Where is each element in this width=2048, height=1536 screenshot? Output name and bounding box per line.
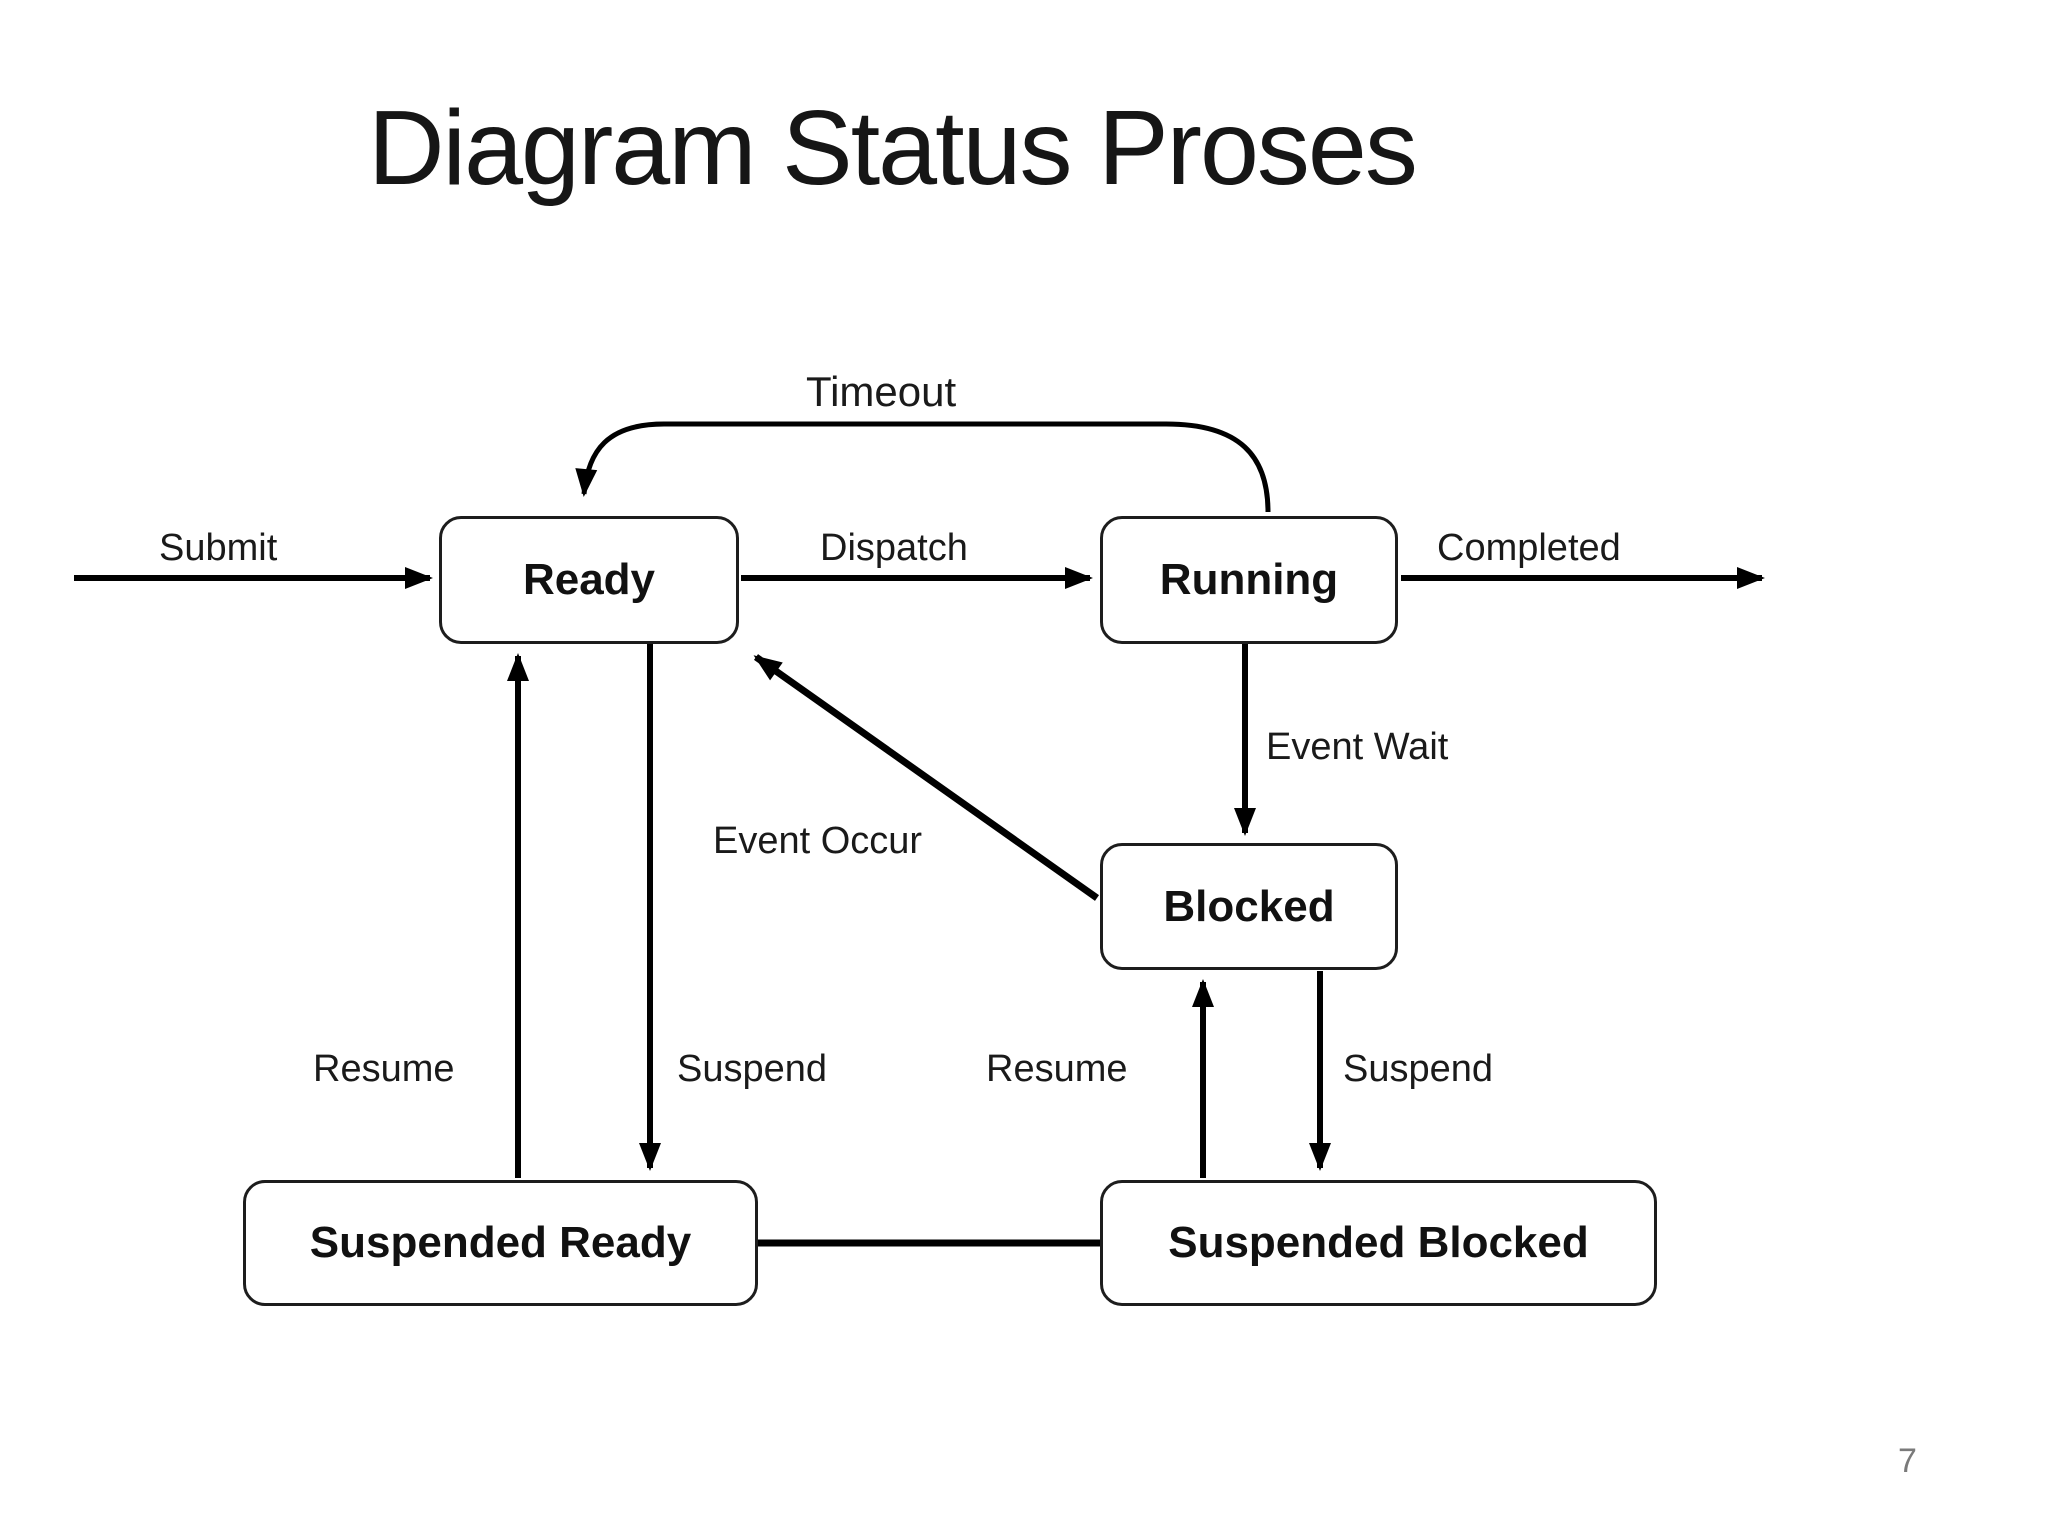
state-blocked: Blocked [1100,843,1398,970]
state-running: Running [1100,516,1398,644]
state-ready-label: Ready [522,555,656,604]
transition-label-completed: Completed [1437,527,1621,569]
state-suspended-ready-label: Suspended Ready [309,1218,692,1267]
transition-label-suspend-right: Suspend [1343,1048,1494,1090]
transition-label-dispatch: Dispatch [820,527,968,569]
transition-label-resume-left: Resume [313,1048,455,1090]
state-running-label: Running [1159,555,1339,604]
state-ready: Ready [439,516,739,644]
page-number: 7 [1898,1442,1917,1480]
transition-label-suspend-left: Suspend [677,1048,828,1090]
timeout-arrow [575,421,1271,513]
transition-label-event-wait: Event Wait [1266,726,1449,768]
state-suspended-ready: Suspended Ready [243,1180,758,1306]
state-blocked-label: Blocked [1163,881,1335,931]
transition-label-resume-right: Resume [986,1048,1128,1090]
transition-label-event-occur: Event Occur [713,820,923,862]
slide-title: Diagram Status Proses [368,89,1418,207]
state-suspended-blocked-label: Suspended Blocked [1168,1218,1589,1267]
transition-label-submit: Submit [159,527,278,569]
event-occur-arrow [753,654,1100,901]
state-suspended-blocked: Suspended Blocked [1100,1180,1657,1306]
transition-label-timeout: Timeout [806,368,957,415]
